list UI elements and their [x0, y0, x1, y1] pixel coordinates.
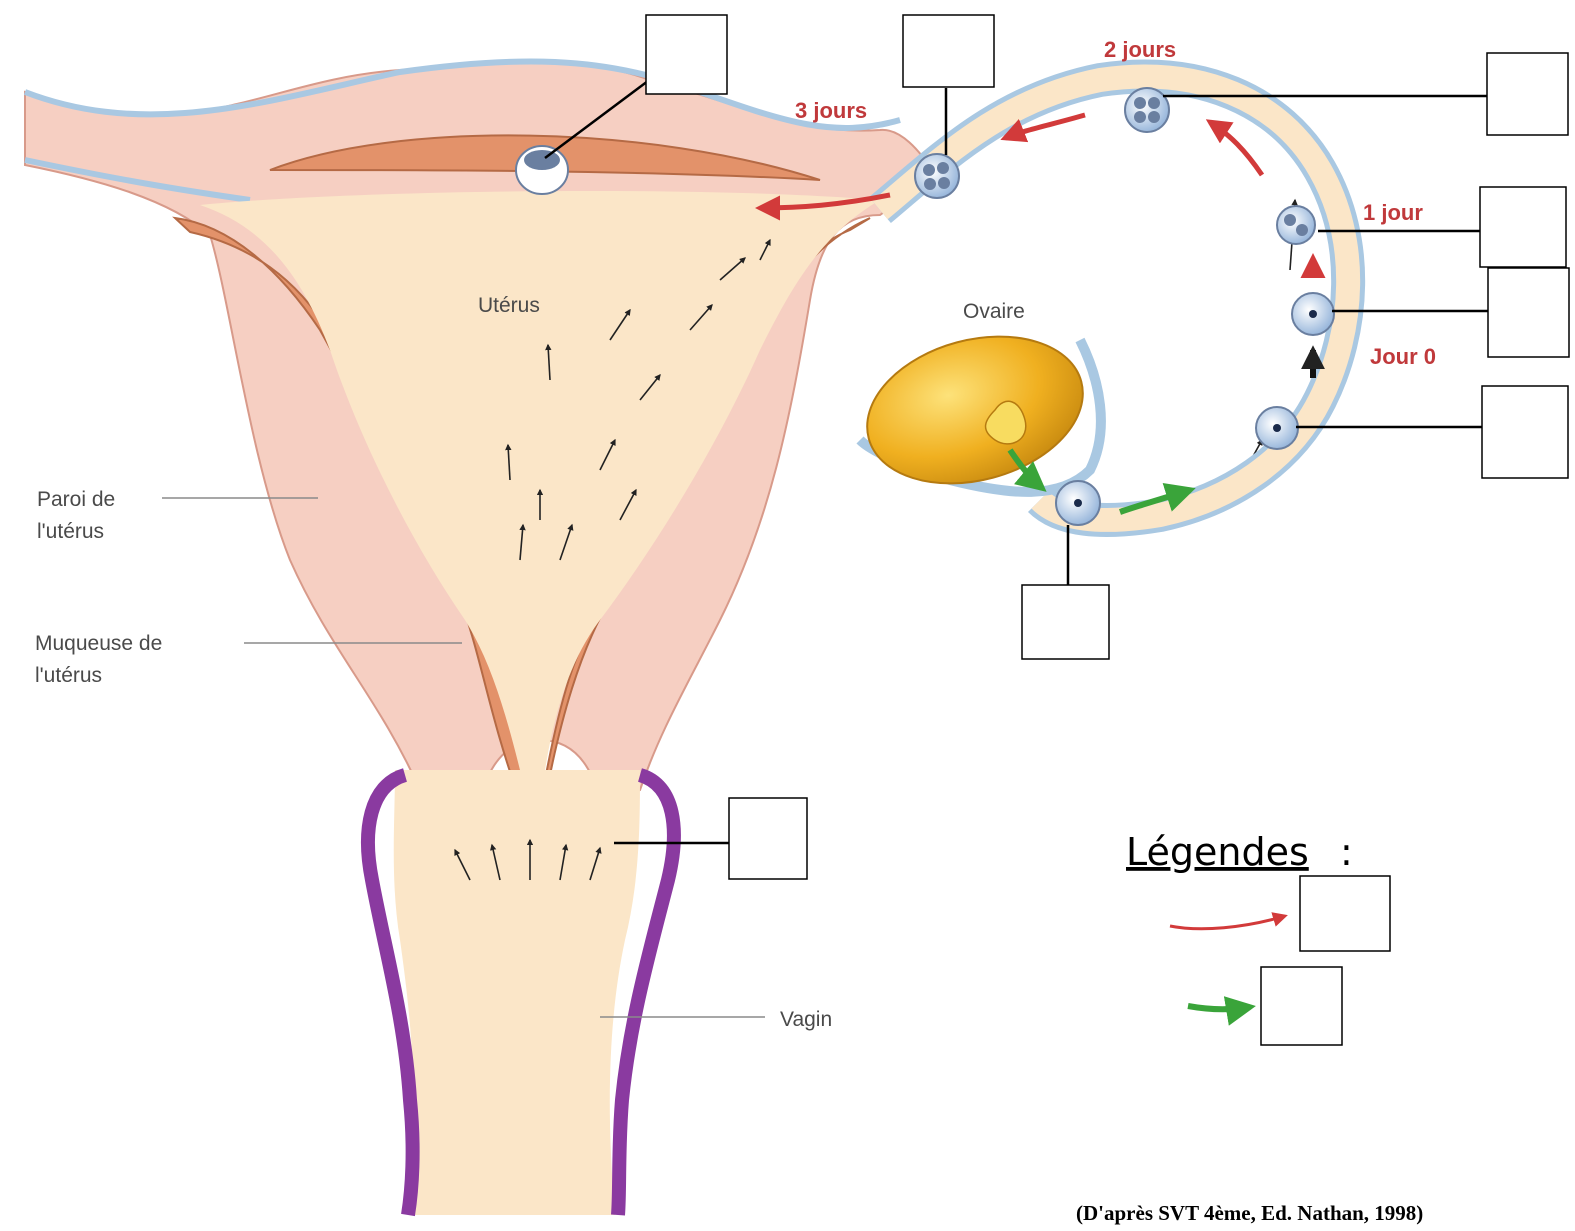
- answer-box-four-cells[interactable]: [1487, 53, 1568, 135]
- source-citation: (D'après SVT 4ème, Ed. Nathan, 1998): [1076, 1201, 1423, 1225]
- legend-red-arrow: [1170, 916, 1285, 929]
- legend: Légendes :: [1126, 830, 1390, 1045]
- legend-green-arrow: [1188, 1006, 1250, 1009]
- answer-box-fertilization[interactable]: [1482, 386, 1568, 478]
- label-day-0: Jour 0: [1370, 344, 1436, 369]
- answer-box-ovocyte[interactable]: [1022, 585, 1109, 659]
- vagina: [368, 770, 674, 1215]
- answer-box-morula[interactable]: [903, 15, 994, 87]
- label-2-days: 2 jours: [1104, 37, 1176, 62]
- label-wall-1: Paroi de: [37, 488, 115, 511]
- answer-box-implantation[interactable]: [646, 15, 727, 94]
- four-cell-embryo: [1125, 88, 1169, 132]
- legend-box-green[interactable]: [1261, 967, 1342, 1045]
- morula: [915, 154, 959, 198]
- uterus-body: [25, 61, 935, 800]
- label-uterus: Utérus: [478, 294, 540, 317]
- label-mucosa-2: l'utérus: [35, 664, 102, 687]
- label-1-day: 1 jour: [1363, 200, 1423, 225]
- red-arrow-tube-2: [1210, 122, 1262, 175]
- legend-colon: :: [1340, 830, 1353, 874]
- label-ovary: Ovaire: [963, 300, 1025, 323]
- ovary: [851, 314, 1100, 506]
- answer-box-zygote[interactable]: [1488, 268, 1569, 357]
- label-mucosa-1: Muqueuse de: [35, 632, 162, 655]
- label-3-days: 3 jours: [795, 98, 867, 123]
- answer-box-spermatozoa[interactable]: [729, 798, 807, 879]
- legend-box-red[interactable]: [1300, 876, 1390, 951]
- answer-box-two-cells[interactable]: [1480, 187, 1566, 267]
- two-cell-embryo: [1277, 206, 1315, 244]
- legend-title: Légendes: [1126, 830, 1309, 874]
- label-vagina: Vagin: [780, 1008, 832, 1031]
- label-wall-2: l'utérus: [37, 520, 104, 543]
